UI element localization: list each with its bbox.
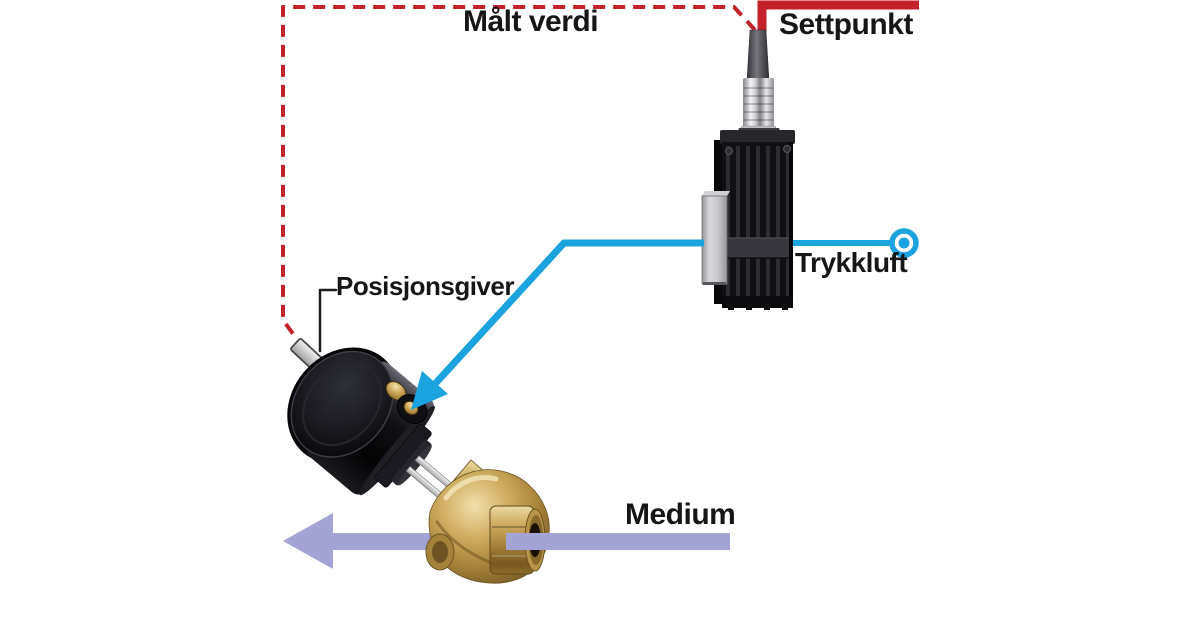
valve-left-port-bore (432, 541, 448, 563)
side-module (701, 195, 728, 285)
medium-arrow-shaft-left (331, 533, 457, 550)
bottom-rib-ends (728, 304, 788, 310)
screw-icon (725, 147, 733, 155)
valve-body (425, 459, 550, 584)
body-top-cap (720, 130, 795, 144)
leader-line (318, 288, 338, 353)
body-highlight (443, 475, 499, 501)
connector-ribs (744, 87, 773, 121)
compressed-air-port-dot (898, 237, 910, 249)
screw-icon (783, 145, 791, 153)
pneumatic-arrow-head (411, 371, 448, 410)
cable-plug (746, 29, 770, 81)
actuator-flange (391, 439, 432, 486)
flange-face (397, 445, 432, 486)
setpoint-line (757, 0, 919, 32)
compressed-air-label: Trykkluft (795, 247, 908, 278)
actuator-end-cap (290, 350, 394, 458)
position-sensor-label: Posisjonsgiver (336, 271, 514, 301)
body-bottom (722, 296, 793, 308)
medium-label: Medium (625, 498, 736, 531)
measured-value-label: Målt verdi (463, 5, 599, 38)
end-cap-ring (302, 362, 383, 447)
heatsink-ribs (726, 146, 790, 298)
body-right-edge (789, 142, 793, 300)
measured-value-dashed-line (281, 5, 757, 351)
medium-arrow-head (283, 513, 333, 569)
label-band (722, 238, 793, 258)
positioner-device (701, 29, 795, 310)
pneumatic-line-to-actuator (431, 239, 704, 388)
medium-arrow-shaft-right (506, 533, 730, 550)
side-module-shadow (703, 282, 726, 285)
setpoint-label: Settpunkt (779, 8, 913, 41)
cable-connector (743, 78, 774, 134)
side-module-top (702, 191, 730, 196)
